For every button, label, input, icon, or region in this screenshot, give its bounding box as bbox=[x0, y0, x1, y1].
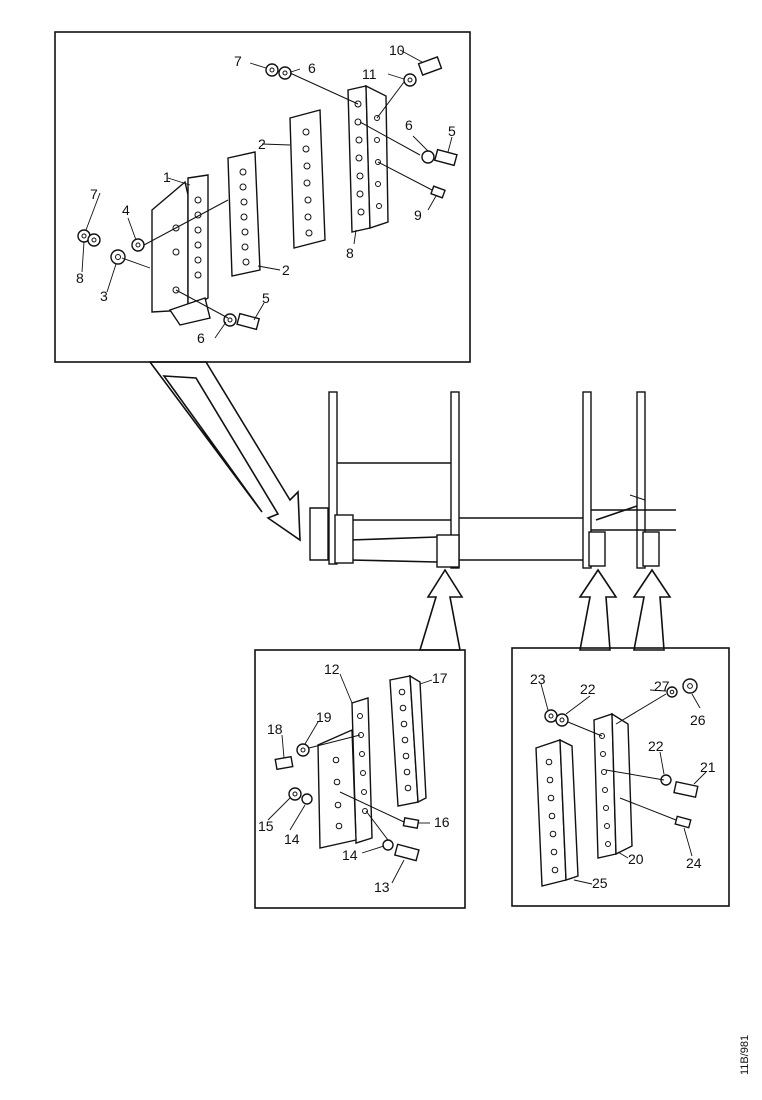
callout-22a: 22 bbox=[580, 681, 596, 697]
figure-id: 11B/981 bbox=[739, 1035, 751, 1075]
callout-4: 4 bbox=[122, 202, 130, 218]
callout-10: 10 bbox=[389, 42, 405, 58]
callout-18: 18 bbox=[267, 721, 283, 737]
callout-24: 24 bbox=[686, 855, 702, 871]
part-25-channel bbox=[535, 738, 579, 887]
callout-13: 13 bbox=[374, 879, 390, 895]
callout-6b: 6 bbox=[405, 117, 413, 133]
callout-1: 1 bbox=[163, 169, 171, 185]
callout-3: 3 bbox=[100, 288, 108, 304]
part-8-channel bbox=[347, 84, 389, 233]
callout-17: 17 bbox=[432, 670, 448, 686]
part-12-plate bbox=[351, 697, 373, 844]
top-fasteners bbox=[77, 56, 458, 331]
bottom-right-leader-lines bbox=[540, 683, 707, 885]
bottom-right-panel-frame bbox=[511, 647, 730, 907]
callout-6a: 6 bbox=[308, 60, 316, 76]
top-leader-lines bbox=[81, 49, 453, 339]
callout-11: 11 bbox=[362, 66, 377, 82]
callout-22b: 22 bbox=[648, 738, 664, 754]
callout-27: 27 bbox=[654, 678, 670, 694]
top-detail-panel: 7 6 10 11 2 1 6 5 7 4 9 8 2 8 3 5 6 bbox=[54, 31, 471, 363]
callout-23: 23 bbox=[530, 671, 546, 687]
callout-5b: 5 bbox=[448, 123, 456, 139]
bottom-right-fasteners bbox=[544, 678, 699, 829]
bottom-left-leader-lines bbox=[267, 673, 433, 884]
part-2-plate-upper bbox=[289, 109, 326, 249]
callout-8b: 8 bbox=[346, 245, 354, 261]
callout-8a: 8 bbox=[76, 270, 84, 286]
callout-21: 21 bbox=[700, 759, 716, 775]
main-frame-assembly bbox=[309, 391, 676, 569]
part-17-channel bbox=[389, 674, 427, 807]
part-20-channel bbox=[593, 712, 633, 859]
bottom-left-detail-panel: 12 17 19 18 15 14 16 14 13 bbox=[254, 649, 466, 909]
callout-19: 19 bbox=[316, 709, 332, 725]
top-panel-pointer-arrow bbox=[148, 361, 301, 542]
bottom-left-fasteners bbox=[274, 743, 420, 862]
callout-6c: 6 bbox=[197, 330, 205, 346]
callout-12: 12 bbox=[324, 661, 340, 677]
callout-7b: 7 bbox=[90, 186, 98, 202]
bottom-right-detail-panel: 23 22 27 26 22 21 20 24 25 bbox=[511, 647, 730, 907]
callout-15: 15 bbox=[258, 818, 274, 834]
callout-7a: 7 bbox=[234, 53, 242, 69]
callout-2b: 2 bbox=[258, 136, 266, 152]
part-bracket-left bbox=[317, 728, 357, 849]
callout-16: 16 bbox=[434, 814, 450, 830]
callout-14b: 14 bbox=[342, 847, 358, 863]
part-1-bracket bbox=[151, 174, 211, 326]
callout-2a: 2 bbox=[282, 262, 290, 278]
callout-25: 25 bbox=[592, 875, 608, 891]
top-assembly-lines bbox=[143, 72, 433, 319]
callout-26: 26 bbox=[690, 712, 706, 728]
callout-14a: 14 bbox=[284, 831, 300, 847]
callout-9: 9 bbox=[414, 207, 422, 223]
callout-20: 20 bbox=[628, 851, 644, 867]
part-2-plate-lower bbox=[227, 151, 261, 277]
bottom-left-panel-frame bbox=[254, 649, 466, 909]
bottom-pointer-arrows bbox=[418, 568, 672, 651]
top-panel-frame bbox=[54, 31, 471, 363]
callout-5a: 5 bbox=[262, 290, 270, 306]
